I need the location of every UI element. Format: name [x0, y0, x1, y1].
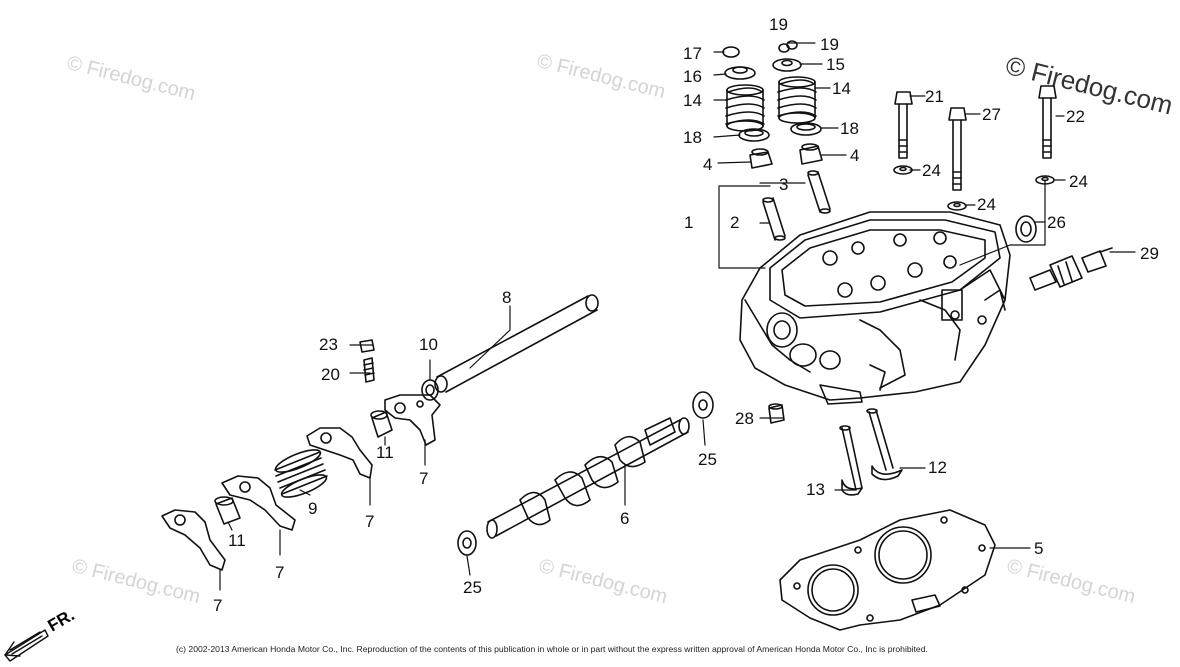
callout-7c: 7: [275, 563, 284, 582]
collar-1: [370, 410, 393, 438]
leader-lines: [219, 42, 1136, 591]
callout-21: 21: [925, 87, 944, 106]
callout-19a: 19: [769, 15, 788, 34]
spark-plug: [1029, 247, 1113, 291]
callout-7a: 7: [419, 469, 428, 488]
callout-24c: 24: [1069, 172, 1088, 191]
dowel-pin: [768, 403, 785, 424]
rocker-arm-4: [161, 509, 226, 571]
callout-18b: 18: [840, 119, 859, 138]
callout-22: 22: [1066, 107, 1085, 126]
callout-25a: 25: [698, 450, 717, 469]
valve-assembly-right: [772, 40, 831, 214]
exhaust-intake-valves: [839, 408, 903, 496]
rocker-spring: [274, 449, 328, 498]
callout-29: 29: [1140, 244, 1159, 263]
callout-3: 3: [779, 175, 788, 194]
callout-5: 5: [1034, 539, 1043, 558]
callout-16: 16: [683, 67, 702, 86]
valve-assembly-left: [722, 46, 786, 241]
camshaft: [486, 417, 690, 539]
callout-11b: 11: [228, 531, 246, 550]
callout-26: 26: [1047, 213, 1066, 232]
callout-4a: 4: [703, 155, 712, 174]
callout-10: 10: [419, 335, 438, 354]
callout-7d: 7: [213, 596, 222, 615]
front-direction-label: FR.: [45, 605, 78, 635]
washer-25-upper: [692, 391, 714, 419]
callout-9: 9: [308, 499, 317, 518]
callout-25b: 25: [463, 578, 482, 597]
callout-6: 6: [620, 509, 629, 528]
callout-numbers: 19 19 17 15 16 14 14 18 18 4 4 3 1 2 21 …: [213, 15, 1159, 615]
rocker-shaft: [421, 294, 599, 401]
adjust-screw: [359, 339, 375, 383]
callout-2: 2: [730, 213, 739, 232]
callout-4b: 4: [850, 146, 859, 165]
collar-2: [214, 496, 241, 525]
head-bolts: [893, 85, 1057, 243]
callout-24a: 24: [922, 161, 941, 180]
rocker-arm-1: [384, 394, 441, 446]
rocker-arm-3: [221, 475, 296, 531]
callout-1: 1: [684, 213, 693, 232]
callout-15: 15: [826, 55, 845, 74]
front-direction-arrow: [4, 629, 49, 662]
head-gasket: [779, 509, 996, 631]
washer-25-lower: [457, 530, 477, 556]
callout-20: 20: [321, 365, 340, 384]
callout-12: 12: [928, 458, 947, 477]
callout-18a: 18: [683, 128, 702, 147]
callout-17: 17: [683, 44, 702, 63]
callout-24b: 24: [977, 195, 996, 214]
callout-8: 8: [502, 288, 511, 307]
cylinder-head: [739, 211, 1011, 405]
callout-19b: 19: [820, 35, 839, 54]
callout-13: 13: [806, 480, 825, 499]
callout-27: 27: [982, 105, 1001, 124]
callout-14b: 14: [832, 79, 851, 98]
callout-14a: 14: [683, 91, 702, 110]
copyright-footer: (c) 2002-2013 American Honda Motor Co., …: [176, 644, 928, 654]
callout-11a: 11: [376, 443, 394, 462]
callout-28: 28: [735, 409, 754, 428]
callout-7b: 7: [365, 512, 374, 531]
callout-23: 23: [319, 335, 338, 354]
